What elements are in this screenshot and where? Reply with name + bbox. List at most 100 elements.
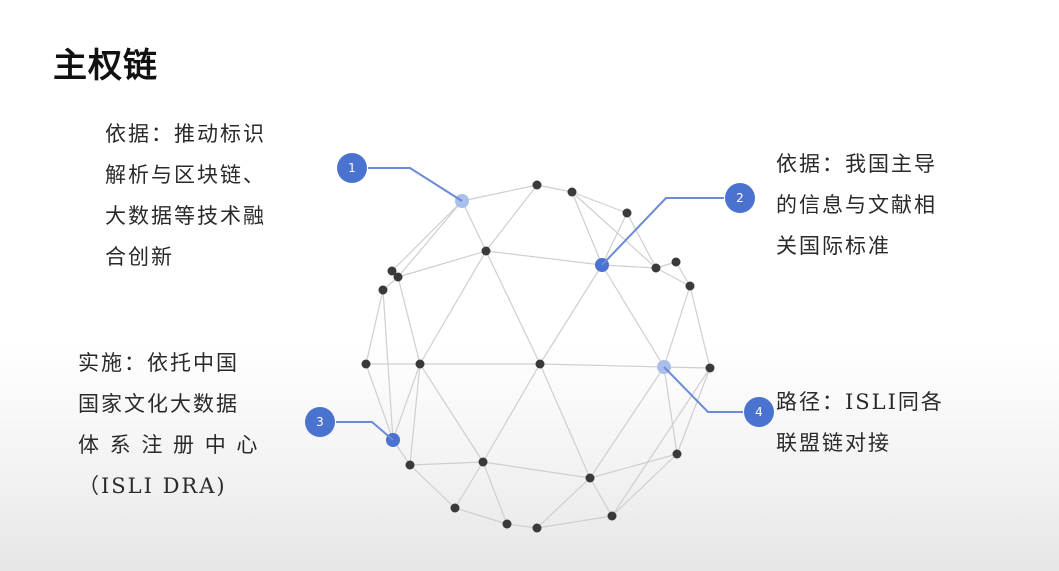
network-edge	[571, 191, 628, 214]
network-edge	[461, 200, 487, 252]
callout-1-number: 1	[348, 161, 356, 175]
network-edge	[365, 363, 394, 441]
network-node	[585, 473, 595, 483]
network-edge	[536, 515, 613, 529]
network-edge	[689, 285, 711, 369]
network-node	[502, 519, 512, 529]
network-node	[481, 246, 491, 256]
network-node	[393, 272, 403, 282]
network-edge	[589, 477, 613, 517]
network-edge	[589, 366, 665, 479]
network-edge	[485, 250, 541, 365]
callout-3-marker: 3	[305, 407, 394, 441]
network-node	[651, 263, 661, 273]
network-edge	[409, 363, 421, 466]
network-edge	[539, 363, 665, 368]
network-edge	[589, 453, 678, 479]
callout-2-text: 依据：我国主导 的信息与文献相 关国际标准	[776, 144, 937, 267]
network-edges	[365, 184, 711, 529]
network-node	[405, 460, 415, 470]
network-edge	[391, 200, 463, 272]
network-node	[535, 359, 545, 369]
network-node	[415, 359, 425, 369]
callout-1-marker: 1	[337, 153, 463, 202]
callout-4-line: 联盟链对接	[776, 431, 891, 455]
network-node	[607, 511, 617, 521]
callout-3-line: （ISLI DRA)	[78, 474, 227, 498]
network-node	[532, 180, 542, 190]
callout-4-text: 路径：ISLI同各 联盟链对接	[776, 382, 944, 464]
callout-2-number: 2	[736, 191, 744, 205]
callout-1-line: 依据：推动标识	[105, 122, 266, 146]
callout-4-badge	[744, 397, 774, 427]
network-edge	[571, 191, 657, 269]
network-edge	[536, 477, 591, 529]
network-edge	[482, 461, 508, 525]
network-edge	[601, 264, 657, 269]
callout-3-text: 实施：依托中国 国家文化大数据 体 系 注 册 中 心 （ISLI DRA)	[78, 343, 259, 507]
network-edge	[454, 507, 508, 525]
callout-4-number: 4	[755, 405, 763, 419]
network-node	[378, 285, 388, 295]
network-edge	[675, 261, 691, 287]
network-edge	[485, 250, 603, 266]
callout-4-marker: 4	[663, 366, 774, 427]
network-edge	[419, 250, 487, 365]
network-node	[705, 363, 715, 373]
network-edge	[611, 367, 711, 517]
network-edge	[539, 363, 591, 479]
callout-1-line: 大数据等技术融	[105, 204, 266, 228]
network-node	[671, 257, 681, 267]
callout-3-line: 实施：依托中国	[78, 351, 239, 375]
callout-1-text: 依据：推动标识 解析与区块链、 大数据等技术融 合创新	[105, 114, 266, 278]
callout-2-badge	[725, 183, 755, 213]
network-node	[387, 266, 397, 276]
callout-3-badge	[305, 407, 335, 437]
network-edge	[539, 264, 603, 365]
callout-1-line: 合创新	[105, 245, 174, 269]
network-edge	[454, 461, 484, 509]
network-node	[622, 208, 632, 218]
callout-3-line: 国家文化大数据	[78, 392, 239, 416]
network-node	[532, 523, 542, 533]
network-nodes	[361, 180, 715, 533]
callout-2-line: 依据：我国主导	[776, 152, 937, 176]
network-edge	[392, 363, 421, 441]
network-edge	[626, 212, 657, 269]
callout-3-connector	[336, 421, 394, 441]
network-edge	[601, 212, 628, 266]
network-node	[685, 281, 695, 291]
network-edge	[571, 191, 603, 266]
callout-2-line: 的信息与文献相	[776, 193, 937, 217]
network-edge	[397, 250, 487, 278]
network-edge	[409, 461, 484, 466]
network-edge	[676, 367, 711, 455]
network-edge	[506, 523, 538, 529]
callout-4-connector	[663, 366, 743, 413]
callout-1-connector	[368, 167, 463, 202]
callout-1-badge	[337, 153, 367, 183]
network-edge	[397, 200, 463, 278]
callout-4-line: 路径：ISLI同各	[776, 390, 944, 414]
callout-2-connector	[601, 197, 724, 266]
callout-2-line: 关国际标准	[776, 234, 891, 258]
network-node	[478, 457, 488, 467]
network-edge	[663, 366, 678, 455]
network-edge	[365, 289, 384, 365]
callout-3-number: 3	[316, 415, 324, 429]
callout-1-line: 解析与区块链、	[105, 163, 266, 187]
network-node	[361, 359, 371, 369]
network-edge	[397, 276, 421, 365]
network-edge	[611, 453, 678, 517]
network-edge	[536, 184, 573, 193]
network-edge	[482, 363, 541, 463]
network-edge	[485, 184, 538, 252]
network-node	[450, 503, 460, 513]
slide-title: 主权链	[53, 46, 158, 86]
network-edge	[382, 289, 394, 441]
network-edge	[482, 461, 591, 479]
network-edge	[655, 267, 691, 287]
network-edge	[419, 363, 484, 463]
callout-2-marker: 2	[601, 183, 755, 266]
network-node	[672, 449, 682, 459]
